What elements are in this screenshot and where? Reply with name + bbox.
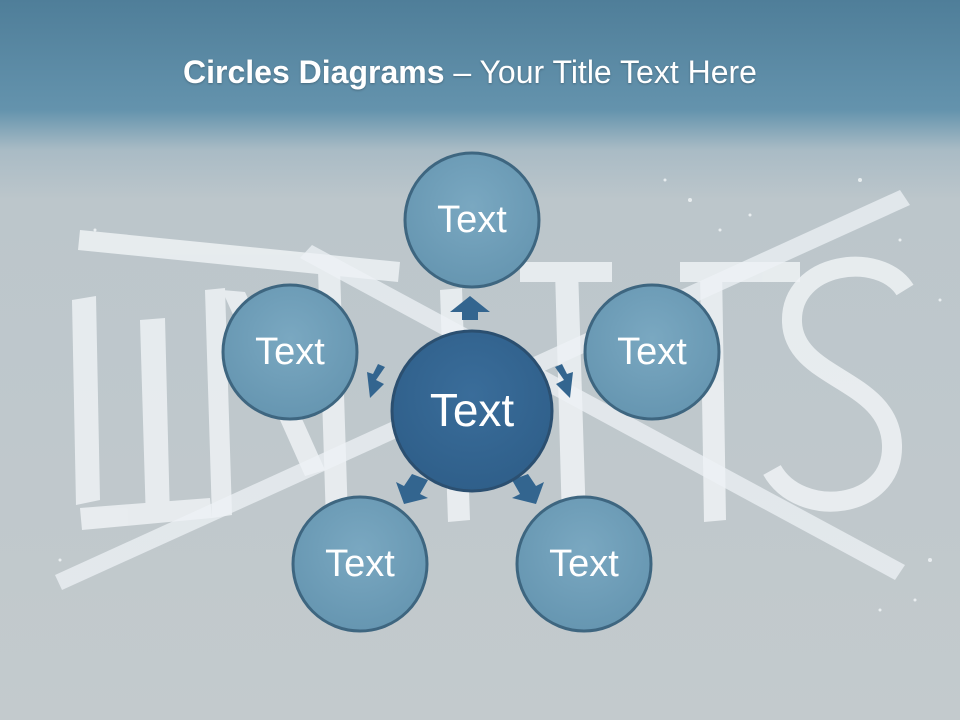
node-center-label: Text (430, 384, 515, 436)
node-bottom-left-label: Text (325, 543, 395, 585)
node-top-label: Text (437, 199, 507, 241)
chalk-dust (58, 178, 942, 612)
arrow-to-left-node (367, 364, 385, 398)
node-top[interactable]: Text (403, 151, 541, 289)
node-right[interactable]: Text (583, 283, 721, 421)
node-left-label: Text (255, 331, 325, 373)
node-bottom-right[interactable]: Text (515, 495, 653, 633)
node-right-label: Text (617, 331, 687, 373)
node-left[interactable]: Text (221, 283, 359, 421)
arrow-to-bottom-left-node (396, 474, 428, 504)
title-rest: Your Title Text Here (479, 54, 757, 90)
slide-title: Circles Diagrams – Your Title Text Here (0, 54, 940, 91)
arrow-to-bottom-right-node (512, 474, 544, 504)
title-separator: – (444, 54, 480, 90)
connector-arrows (367, 296, 573, 504)
node-bottom-right-label: Text (549, 543, 619, 585)
title-bold-part: Circles Diagrams (183, 54, 445, 90)
chalk-cross-stroke-2 (300, 245, 905, 580)
node-center[interactable]: Text (390, 329, 554, 493)
arrow-to-top-node (450, 296, 490, 320)
chalk-letter-s (763, 256, 914, 512)
arrow-to-right-node (555, 364, 573, 398)
node-bottom-left[interactable]: Text (291, 495, 429, 633)
